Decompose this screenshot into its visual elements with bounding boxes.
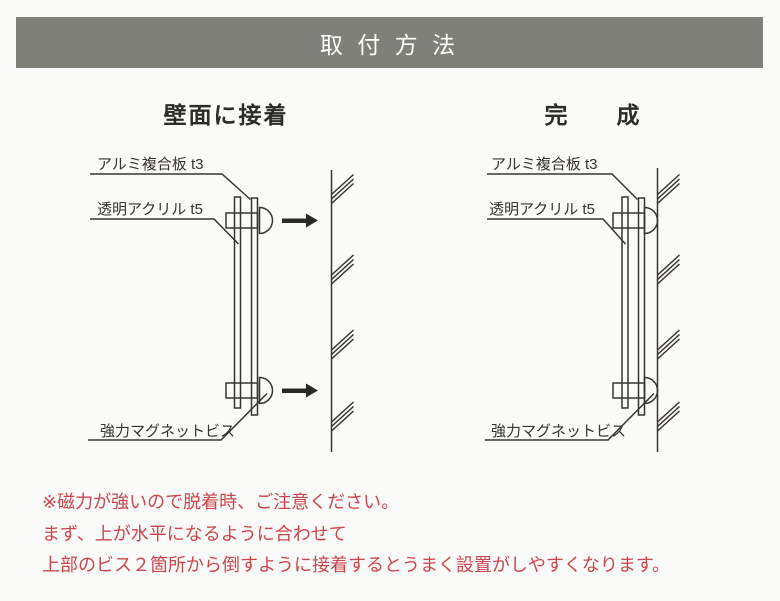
left-top-magnet-dome (258, 206, 274, 235)
left-aluminum-panel-label: アルミ複合板 t3 (97, 156, 204, 173)
left-diagram-title: 壁面に接着 (163, 102, 289, 128)
left-acrylic-panel-label: 透明アクリル t5 (97, 201, 203, 218)
left-bottom-magnet-dome (258, 376, 274, 405)
caution-note-line: まず、上が水平になるように合わせて (42, 523, 347, 544)
left-top-screw-body (225, 212, 259, 229)
right-acrylic-panel-label: 透明アクリル t5 (489, 201, 595, 218)
right-diagram-title: 完 成 (544, 102, 653, 128)
left-wall-hatching (330, 173, 355, 432)
left-aluminum-panel (250, 197, 259, 416)
caution-note-line: 上部のビス２箇所から倒すように接着するとうまく設置がしやすくなります。 (42, 555, 671, 575)
right-aluminum-panel-label: アルミ複合板 t3 (491, 156, 598, 173)
left-acrylic-leader-line (90, 218, 240, 245)
header-banner: 取 付 方 法 (16, 17, 763, 68)
right-top-magnet-dome (643, 206, 659, 235)
right-aluminum-panel (637, 197, 646, 416)
left-aluminum-leader-line (90, 173, 252, 201)
left-bottom-screw-body (225, 382, 259, 399)
caution-notes: ※磁力が強いので脱着時、ご注意ください。 まず、上が水平になるように合わせて 上… (42, 487, 762, 582)
caution-note-line: ※磁力が強いので脱着時、ご注意ください。 (42, 492, 400, 512)
bottom-direction-arrow-icon (282, 383, 318, 398)
left-acrylic-panel (233, 196, 242, 409)
right-assembly (485, 168, 681, 452)
right-wall-hatching (656, 173, 681, 432)
right-acrylic-panel (621, 196, 629, 409)
left-magnet-screw-label: 強力マグネットビス (100, 423, 236, 440)
right-aluminum-leader-line (487, 173, 639, 201)
top-direction-arrow-icon (282, 213, 318, 228)
left-assembly (88, 170, 355, 452)
right-magnet-screw-label: 強力マグネットビス (491, 423, 627, 440)
page-title: 取 付 方 法 (319, 31, 460, 58)
right-acrylic-leader-line (487, 218, 627, 245)
right-bottom-magnet-dome (643, 376, 659, 405)
